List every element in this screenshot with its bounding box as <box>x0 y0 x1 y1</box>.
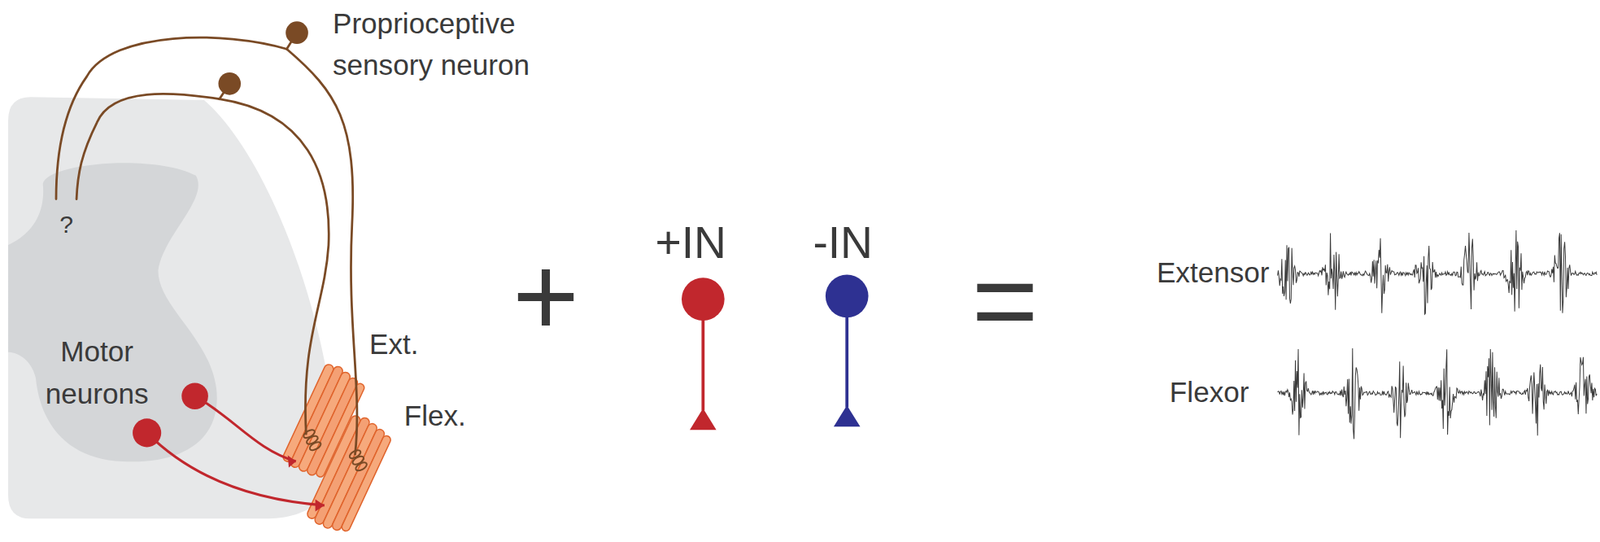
muscle-fiber <box>340 434 393 532</box>
sensory-central-branch <box>56 37 288 200</box>
inhibitory-interneuron-soma <box>825 274 869 318</box>
spinal-cord-grey-matter <box>8 162 218 462</box>
sensory-peripheral-branch <box>219 99 330 434</box>
motor-terminal <box>287 454 297 467</box>
excitatory-interneuron-label: +IN <box>655 215 727 268</box>
excitatory-terminal <box>689 408 717 430</box>
extensor-emg-trace <box>1277 230 1598 314</box>
equals-sign: = <box>972 235 1039 367</box>
flexor-trace-label: Flexor <box>1169 376 1250 410</box>
flexor-emg-trace <box>1277 348 1598 439</box>
unknown-connection-mark: ? <box>59 209 74 239</box>
sensory-central-branch <box>76 93 220 199</box>
interneuron-axon <box>701 318 705 410</box>
flexor-muscle <box>305 412 395 537</box>
motor-axons <box>147 396 325 506</box>
motor-terminal <box>315 498 325 511</box>
motor-axon <box>147 432 325 506</box>
excitatory-interneuron-soma <box>681 277 725 321</box>
emg-recordings <box>1277 230 1598 439</box>
inhibitory-terminal <box>833 405 861 427</box>
annulospiral-ending <box>302 427 369 472</box>
plus-sign: + <box>512 230 580 362</box>
motor-axon <box>195 396 297 462</box>
sensory-soma <box>285 21 309 44</box>
flexor-muscle-label: Flex. <box>404 400 467 433</box>
sensory-peripheral-branch <box>287 48 358 454</box>
extensor-muscle-label: Ext. <box>369 328 419 362</box>
motor-soma <box>181 382 209 410</box>
spiral-coil <box>308 440 323 452</box>
inhibitory-interneuron-label: -IN <box>812 215 873 268</box>
interneuron-axon <box>845 315 849 408</box>
muscle-fiber <box>331 427 386 532</box>
sensory-soma <box>217 72 241 96</box>
spiral-coil <box>354 460 369 472</box>
motor-neuron-label: Motor neurons <box>19 330 175 415</box>
extensor-trace-label: Extensor <box>1156 257 1270 290</box>
sensory-neuron-label: Proprioceptive sensory neuron <box>332 4 573 86</box>
motor-soma <box>132 418 162 447</box>
